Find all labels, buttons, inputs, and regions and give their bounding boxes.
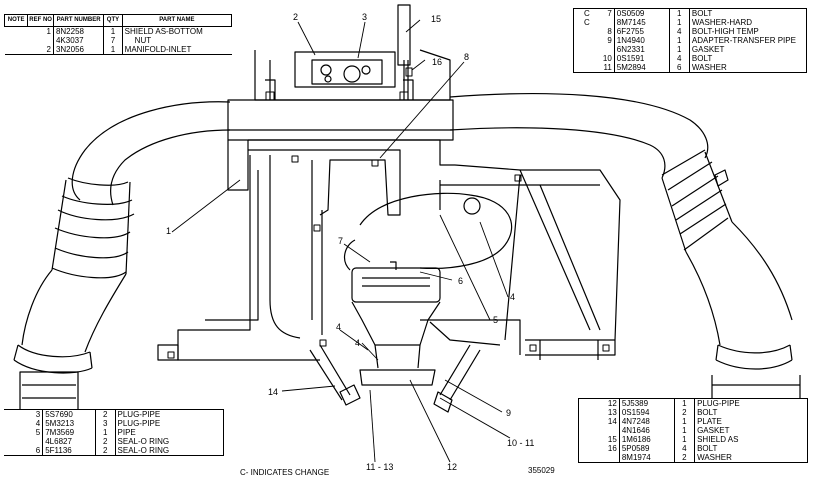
callout-7: 7 [338, 236, 343, 246]
angled-pipe-plugs [309, 319, 521, 413]
manifold-top-housing [254, 4, 451, 101]
callout-12: 12 [447, 462, 457, 472]
callout-8: 8 [464, 52, 469, 62]
callout-1: 1 [166, 226, 171, 236]
col-part-number: PART NUMBER [52, 14, 105, 27]
right-elbow-pipe [449, 92, 801, 401]
parts-table-top-left: NOTE REF NO PART NUMBER QTY PART NAME 1 … [3, 14, 233, 55]
callout-5: 5 [493, 315, 498, 325]
table-row: 4K3037 7 NUT [5, 36, 232, 45]
col-part-name: PART NAME [121, 14, 233, 27]
col-ref: REF NO [27, 14, 54, 27]
col-qty: QTY [103, 14, 123, 27]
callout-4-right: 4 [510, 292, 515, 302]
callout-15: 15 [431, 14, 441, 24]
table-row: 2 3N2056 1 MANIFOLD-INLET [5, 45, 232, 55]
callout-14: 14 [268, 387, 278, 397]
leader-lines [171, 19, 511, 463]
callout-11-13: 11 - 13 [366, 462, 393, 472]
manifold-main-body [157, 99, 621, 361]
callout-4-low: 4 [355, 338, 360, 348]
callout-2: 2 [293, 12, 298, 22]
col-note: NOTE [3, 14, 29, 27]
callout-10-11: 10 - 11 [507, 438, 534, 448]
callout-4-mid: 4 [336, 322, 341, 332]
adapter-transfer-pipe [343, 192, 513, 386]
callout-6: 6 [458, 276, 463, 286]
table-row: 1 8N2258 1 SHIELD AS-BOTTOM [5, 26, 232, 36]
callout-labels: 2 3 15 16 8 1 7 6 4 5 4 4 14 9 10 - 11 1… [166, 12, 534, 472]
callout-16: 16 [432, 57, 442, 67]
callout-9: 9 [506, 408, 511, 418]
callout-3: 3 [362, 12, 367, 22]
change-note: C- INDICATES CHANGE [240, 468, 330, 477]
left-elbow-pipe [13, 101, 231, 413]
bolt-markers [167, 67, 610, 359]
figure-number: 355029 [528, 466, 555, 475]
